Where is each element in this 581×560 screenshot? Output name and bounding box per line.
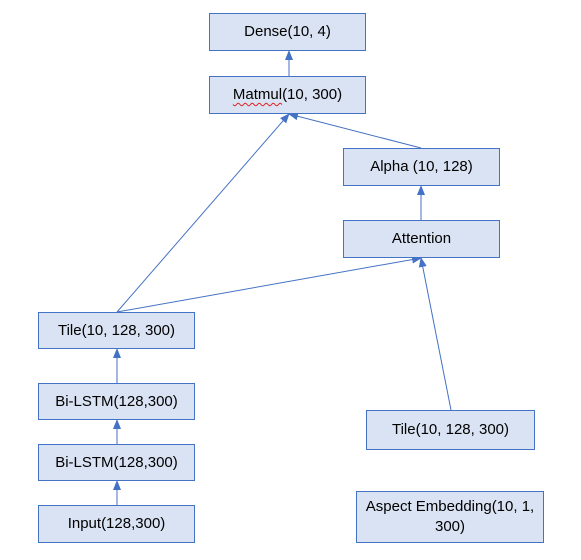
aspect-embedding-node: Aspect Embedding(10, 1, 300) [356, 491, 544, 543]
arrow-tile-left-to-attention [116, 255, 422, 313]
dense-label: Dense(10, 4) [244, 23, 331, 40]
attention-label: Attention [391, 230, 452, 247]
alpha-label: Alpha (10, 128) [370, 158, 473, 175]
bilstm-bottom-label: Bi-LSTM(128,300) [55, 453, 178, 471]
alpha-node: Alpha (10, 128) [343, 148, 500, 186]
matmul-word: Matmul [232, 86, 283, 103]
tile-right-label: Tile(10, 128, 300) [391, 421, 509, 438]
bilstm-top-node: Bi-LSTM(128,300) [38, 383, 195, 420]
matmul-label: Matmul(10, 300) [233, 85, 342, 105]
arrow-tile-left-to-matmul [116, 113, 290, 313]
dense-node: Dense(10, 4) [209, 13, 366, 51]
matmul-node: Matmul(10, 300) [209, 76, 366, 114]
bilstm-top-label: Bi-LSTM(128,300) [55, 392, 178, 410]
arrow-tile-right-to-attention [418, 257, 452, 411]
matmul-shape: (10, 300) [282, 86, 343, 103]
input-node: Input(128,300) [38, 505, 195, 543]
arrow-alpha-to-matmul [288, 112, 422, 149]
tile-right-node: Tile(10, 128, 300) [366, 410, 535, 450]
aspect-embedding-label: Aspect Embedding(10, 1, 300) [365, 498, 535, 535]
attention-node: Attention [343, 220, 500, 258]
input-label: Input(128,300) [67, 515, 166, 532]
tile-left-label: Tile(10, 128, 300) [57, 321, 175, 339]
tile-left-node: Tile(10, 128, 300) [38, 312, 195, 349]
bilstm-bottom-node: Bi-LSTM(128,300) [38, 444, 195, 481]
